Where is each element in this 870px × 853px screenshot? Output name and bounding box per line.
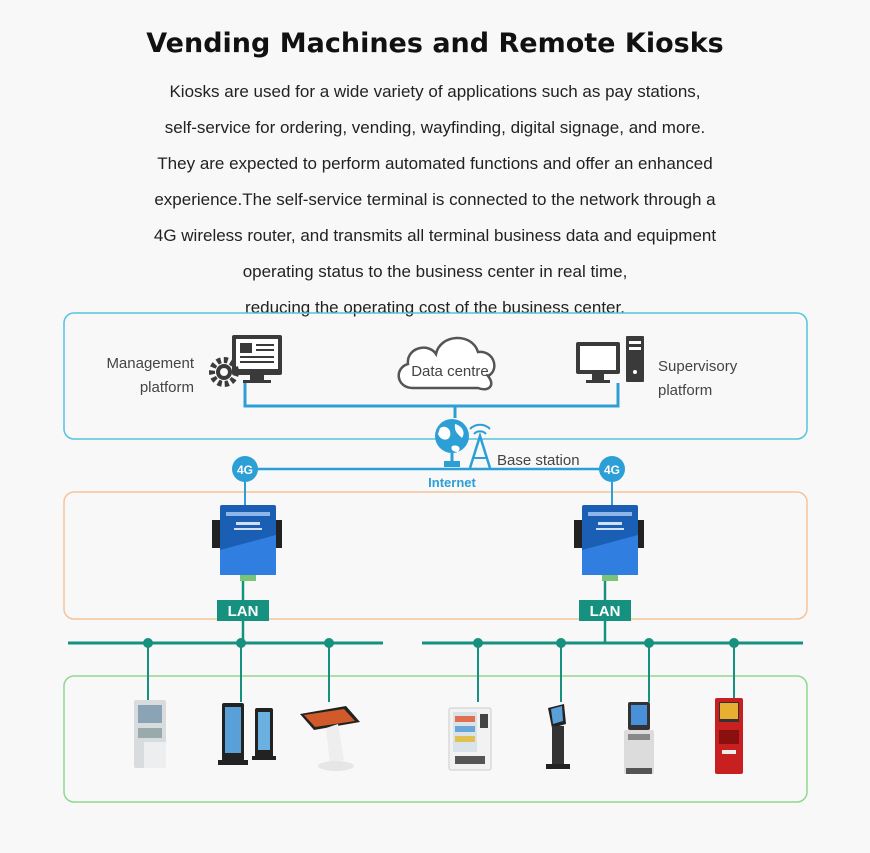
- lan-drops: [143, 638, 739, 702]
- red-kiosk-icon: [715, 698, 743, 774]
- description-line: They are expected to perform automated f…: [157, 154, 713, 173]
- description-line: self-service for ordering, vending, wayf…: [164, 118, 706, 137]
- lan-badge-right: LAN: [579, 600, 631, 621]
- self-service-terminal-icon: [624, 702, 654, 774]
- atm-kiosk-icon: [134, 700, 166, 768]
- desktop-computer-icon: [576, 336, 644, 383]
- lan-label: LAN: [590, 603, 621, 620]
- base-station-label: Base station: [497, 452, 580, 469]
- digital-signage-icon: [218, 703, 276, 765]
- lan-badge-left: LAN: [217, 600, 269, 621]
- description-line: Kiosks are used for a wide variety of ap…: [169, 82, 701, 101]
- lan-label: LAN: [228, 603, 259, 620]
- description-line: experience.The self-service terminal is …: [154, 190, 716, 209]
- 4g-badge-left: 4G: [232, 456, 258, 482]
- device-zone: [63, 675, 808, 803]
- cloud-icon: [397, 336, 496, 391]
- supervisory-platform-label: Supervisory platform: [658, 355, 737, 403]
- page-title: Vending Machines and Remote Kiosks: [146, 28, 724, 59]
- queue-ticket-kiosk-icon: [546, 704, 570, 769]
- supervisory-label-line: platform: [658, 382, 713, 399]
- router-icon: [574, 505, 644, 581]
- internet-label: Internet: [428, 475, 476, 490]
- antenna-icon: [468, 423, 492, 469]
- vending-machine-icon: [448, 707, 492, 771]
- gear-icon: [209, 357, 239, 387]
- server-monitor-icon: [232, 335, 282, 383]
- 4g-badge-right: 4G: [599, 456, 625, 482]
- 4g-label: 4G: [237, 463, 253, 477]
- data-centre-label: Data centre: [411, 363, 489, 380]
- router-zone: [63, 491, 808, 620]
- router-icon: [212, 505, 282, 581]
- globe-icon: [435, 419, 469, 467]
- 4g-label: 4G: [604, 463, 620, 477]
- description-line: operating status to the business center …: [242, 262, 628, 281]
- supervisory-label-line: Supervisory: [658, 358, 738, 375]
- description: Kiosks are used for a wide variety of ap…: [60, 74, 810, 326]
- touch-table-icon: [300, 706, 360, 771]
- management-label-line: Management: [106, 355, 194, 372]
- description-line: 4G wireless router, and transmits all te…: [153, 226, 717, 245]
- platform-link: [243, 383, 620, 408]
- management-platform-label: Management platform: [100, 352, 194, 400]
- management-label-line: platform: [139, 379, 194, 396]
